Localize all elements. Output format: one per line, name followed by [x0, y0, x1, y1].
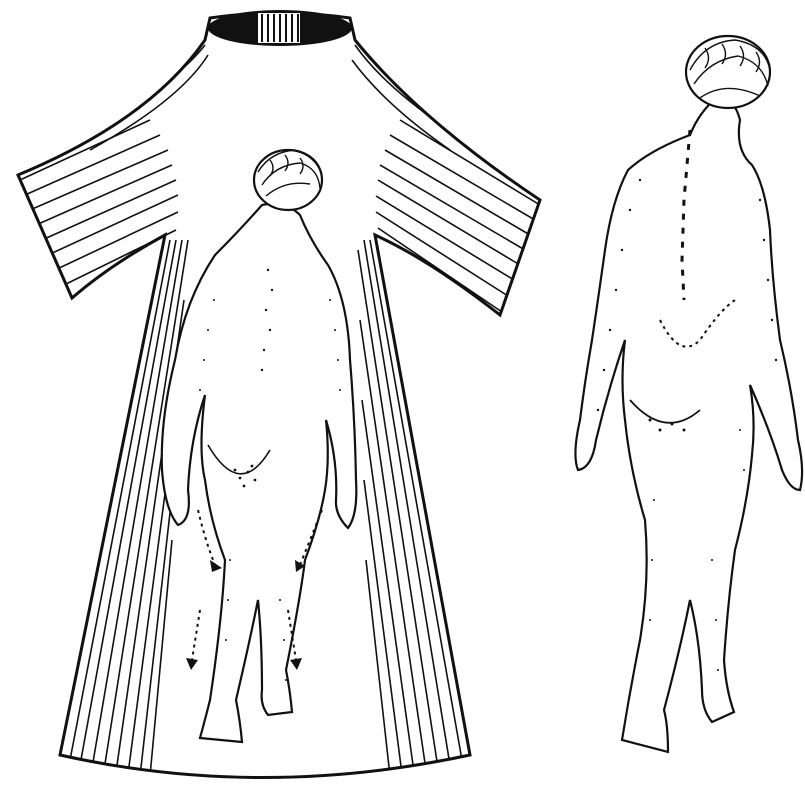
gown-neck-opening	[208, 10, 352, 46]
figure-in-gown	[18, 10, 540, 778]
walking-figure-icon	[575, 36, 802, 752]
